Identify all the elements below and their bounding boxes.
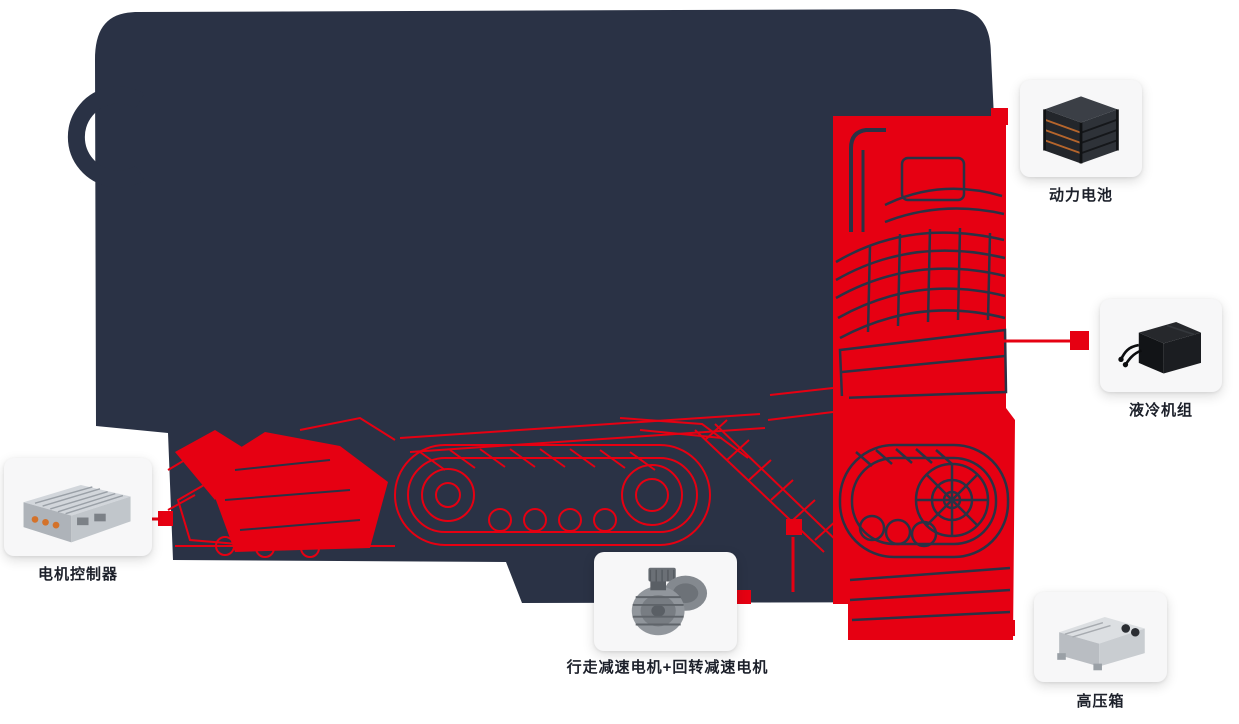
component-label-liquid-cooling-unit: 液冷机组 xyxy=(1128,402,1193,419)
component-card-liquid-cooling-unit[interactable] xyxy=(1100,299,1222,392)
marker-power-battery xyxy=(991,108,1008,125)
battery-pack-image xyxy=(1043,95,1119,164)
marker-high-voltage-box xyxy=(999,620,1015,636)
marker-aux xyxy=(836,396,849,409)
component-card-high-voltage-box[interactable] xyxy=(1034,592,1167,682)
component-card-motor-controller[interactable] xyxy=(4,458,152,556)
component-label-travel-slew-motors: 行走减速电机+回转减速电机 xyxy=(566,659,769,676)
marker-motor-controller xyxy=(158,511,173,526)
liquid-cooling-unit-image xyxy=(1118,321,1201,374)
drive-motors-image xyxy=(631,567,707,635)
high-voltage-box-image xyxy=(1056,617,1145,671)
navy-lineart-on-red xyxy=(835,128,1011,622)
red-highlight-panel xyxy=(833,116,1015,640)
component-card-power-battery[interactable] xyxy=(1020,80,1142,177)
marker-slew-motor xyxy=(786,519,802,535)
motor-controller-image xyxy=(23,485,131,543)
component-label-high-voltage-box: 高压箱 xyxy=(1076,693,1125,710)
callout-markers xyxy=(141,108,1089,636)
component-label-power-battery: 动力电池 xyxy=(1048,187,1113,204)
red-wireframe-art xyxy=(167,387,841,558)
component-label-motor-controller: 电机控制器 xyxy=(37,566,118,583)
marker-travel-motor xyxy=(737,590,751,604)
marker-liquid-cooling xyxy=(1070,331,1089,350)
component-card-travel-slew-motors[interactable] xyxy=(594,552,737,651)
